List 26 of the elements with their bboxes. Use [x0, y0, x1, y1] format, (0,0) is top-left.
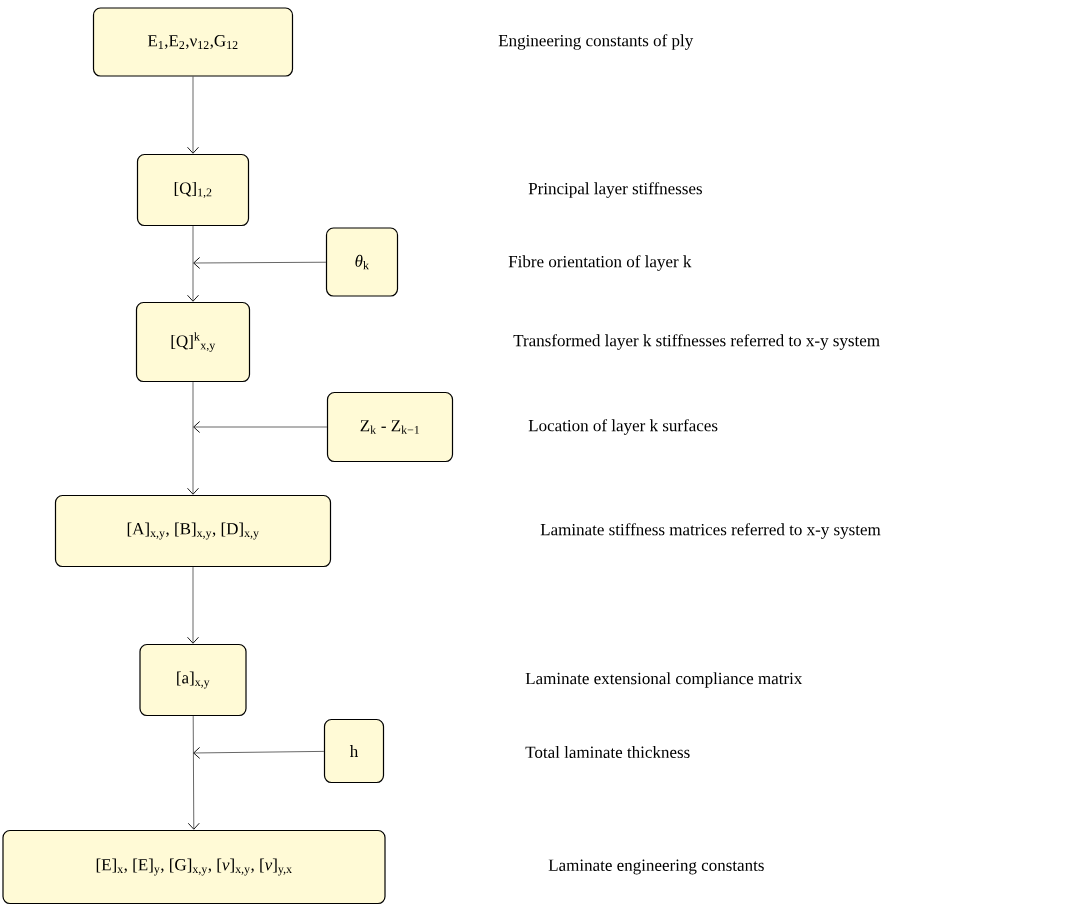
arrow — [187, 381, 199, 495]
description-text: Laminate stiffness matrices referred to x-y system — [540, 523, 881, 539]
process-box: [A]$_{x,y}$, [B]$_{x,y}$, [D]$_{x,y}$ — [54, 494, 332, 568]
description-text: Laminate engineering constants — [548, 859, 764, 875]
description-text: Fibre orientation of layer k — [508, 255, 692, 271]
arrow — [193, 421, 328, 433]
input-box: Z$_{k}$ - Z$_{k−1}$ — [326, 391, 454, 463]
process-box: E$_{1}$,E$_{2}$,ν$_{12}$,G$_{12}$ — [92, 7, 294, 77]
description-text: Total laminate thickness — [525, 746, 690, 758]
arrow — [187, 76, 199, 154]
arrow — [187, 715, 200, 830]
input-box: θ$_{k}$ — [325, 227, 399, 297]
description-text: Location of layer k surfaces — [528, 419, 718, 435]
description-text: Laminate extensional compliance matrix — [525, 672, 803, 688]
process-box: [Q]$^{k}$x,y — [135, 301, 251, 383]
process-box: [a]$_{x,y}$ — [139, 643, 247, 717]
description-text: Transformed layer k stiffnesses referred to x-y system — [513, 334, 880, 350]
process-box: [Q]$_{1,2}$ — [136, 153, 250, 227]
arrow — [193, 746, 325, 759]
arrow — [193, 257, 327, 269]
arrow — [187, 225, 199, 302]
process-box: [E]$_{x}$, [E]$_{y}$, [G]$_{x,y}$, [ν]$_{x,y}$, [ν]$_{y,x}$ — [2, 829, 386, 905]
description-text: Principal layer stiffnesses — [528, 182, 702, 198]
description-text: Engineering constants of ply — [498, 34, 694, 50]
input-box: h — [323, 718, 385, 784]
arrow — [187, 566, 199, 644]
